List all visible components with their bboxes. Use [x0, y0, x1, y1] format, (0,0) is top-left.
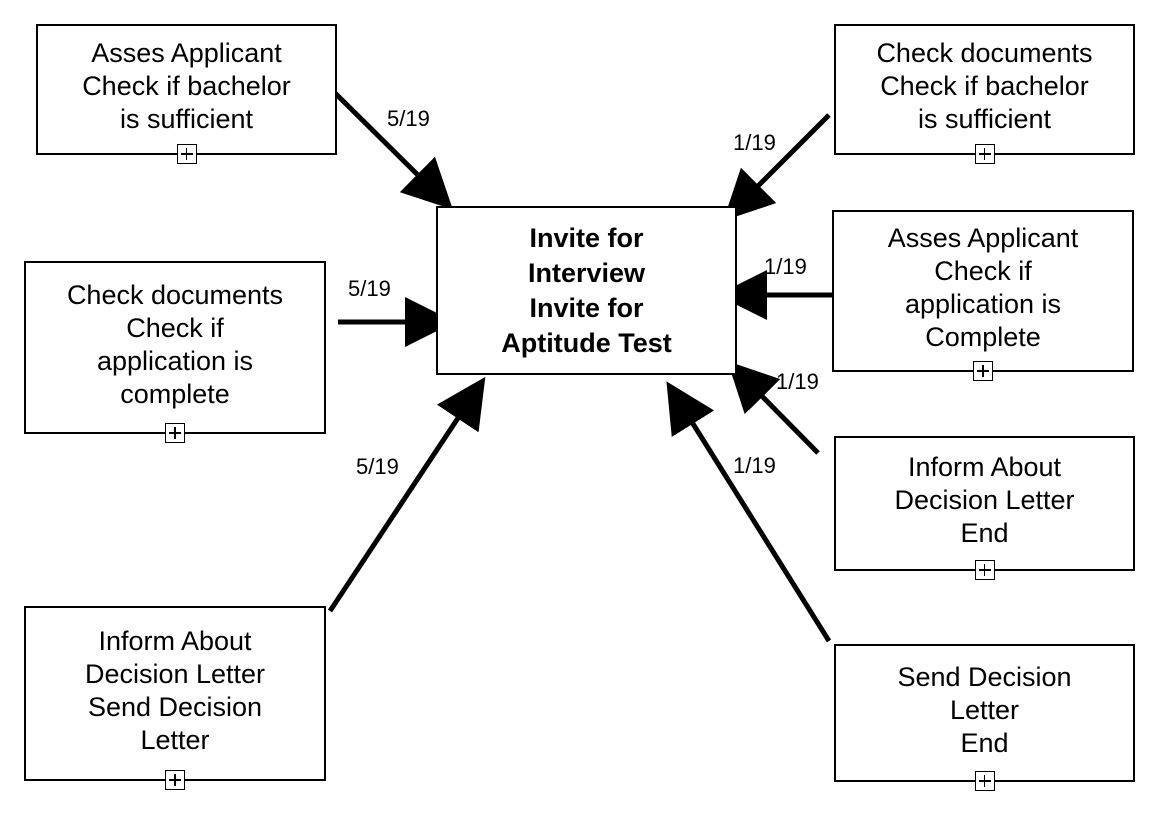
center-line: Invite for	[529, 292, 644, 323]
node-line: Decision Letter	[894, 485, 1075, 515]
node-asses-applicant-bachelor[interactable]: Asses Applicant Check if bachelor is suf…	[36, 24, 337, 164]
edge-label-n7: 1/19	[733, 453, 776, 478]
node-line: Inform About	[907, 452, 1062, 482]
center-node-label: Invite for Interview Invite for Aptitude…	[501, 221, 672, 361]
node-line: End	[960, 727, 1009, 758]
expand-icon[interactable]	[974, 771, 995, 791]
node-line: Decision Letter	[84, 658, 266, 689]
node-line: Check if bachelor	[82, 71, 291, 101]
edge-label-n2: 5/19	[348, 276, 391, 301]
node-asses-applicant-complete[interactable]: Asses Applicant Check if application is …	[832, 210, 1134, 381]
expand-icon[interactable]	[973, 361, 993, 381]
node-line: Asses Applicant	[91, 38, 282, 68]
node-line: Send Decision	[897, 661, 1072, 692]
node-line: Inform About	[98, 625, 252, 656]
node-label: Inform About Decision Letter End	[894, 451, 1074, 556]
node-line: Asses Applicant	[887, 223, 1079, 253]
node-line: application is	[904, 289, 1062, 319]
edge-arrow-n1	[333, 91, 453, 210]
node-line: Send Decision	[87, 691, 263, 722]
expand-icon[interactable]	[165, 770, 185, 790]
node-label: Check documents Check if application is …	[67, 279, 283, 417]
node-label: Asses Applicant Check if bachelor is suf…	[82, 37, 291, 142]
node-line: Letter	[949, 694, 1020, 725]
node-line: application is	[96, 345, 254, 376]
edge-arrow-n7	[666, 381, 832, 643]
node-inform-decision-send[interactable]: Inform About Decision Letter Send Decisi…	[24, 606, 326, 790]
expand-icon[interactable]	[176, 144, 197, 164]
node-line: Check if	[126, 312, 224, 343]
edge-arrow-n4	[723, 113, 831, 221]
node-line: Letter	[140, 724, 210, 755]
expand-icon[interactable]	[165, 423, 185, 443]
node-check-documents-bachelor[interactable]: Check documents Check if bachelor is suf…	[834, 24, 1135, 164]
node-line: Check if	[934, 256, 1032, 286]
node-line: is sufficient	[119, 104, 254, 134]
node-label: Check documents Check if bachelor is suf…	[876, 37, 1092, 142]
expand-icon[interactable]	[974, 560, 995, 580]
edge-label-n4: 1/19	[733, 130, 776, 155]
expand-icon[interactable]	[974, 144, 995, 164]
edge-arrow-n3	[327, 376, 486, 613]
node-line: is sufficient	[917, 104, 1052, 134]
edge-label-n1: 5/19	[387, 106, 430, 131]
node-line: Complete	[925, 322, 1041, 352]
edge-label-n5: 1/19	[764, 254, 807, 279]
node-label: Asses Applicant Check if application is …	[888, 222, 1079, 360]
edge-arrow-n6	[727, 361, 820, 455]
node-check-documents-complete[interactable]: Check documents Check if application is …	[24, 261, 326, 443]
node-label: Inform About Decision Letter Send Decisi…	[85, 625, 265, 763]
center-node[interactable]: Invite for Interview Invite for Aptitude…	[436, 206, 737, 375]
edge-label-n6: 1/19	[776, 369, 819, 394]
node-send-decision-end[interactable]: Send Decision Letter End	[834, 644, 1135, 791]
node-line: End	[960, 518, 1009, 548]
node-label: Send Decision Letter End	[897, 661, 1071, 766]
node-line: Check documents	[876, 38, 1093, 68]
center-line: Interview	[527, 257, 646, 288]
node-line: Check documents	[66, 279, 284, 310]
center-line: Invite for	[529, 222, 644, 253]
edge-label-n3: 5/19	[356, 454, 399, 479]
node-line: Check if bachelor	[880, 71, 1089, 101]
node-inform-decision-end[interactable]: Inform About Decision Letter End	[834, 436, 1135, 580]
node-line: complete	[120, 378, 230, 409]
center-line: Aptitude Test	[501, 327, 672, 358]
